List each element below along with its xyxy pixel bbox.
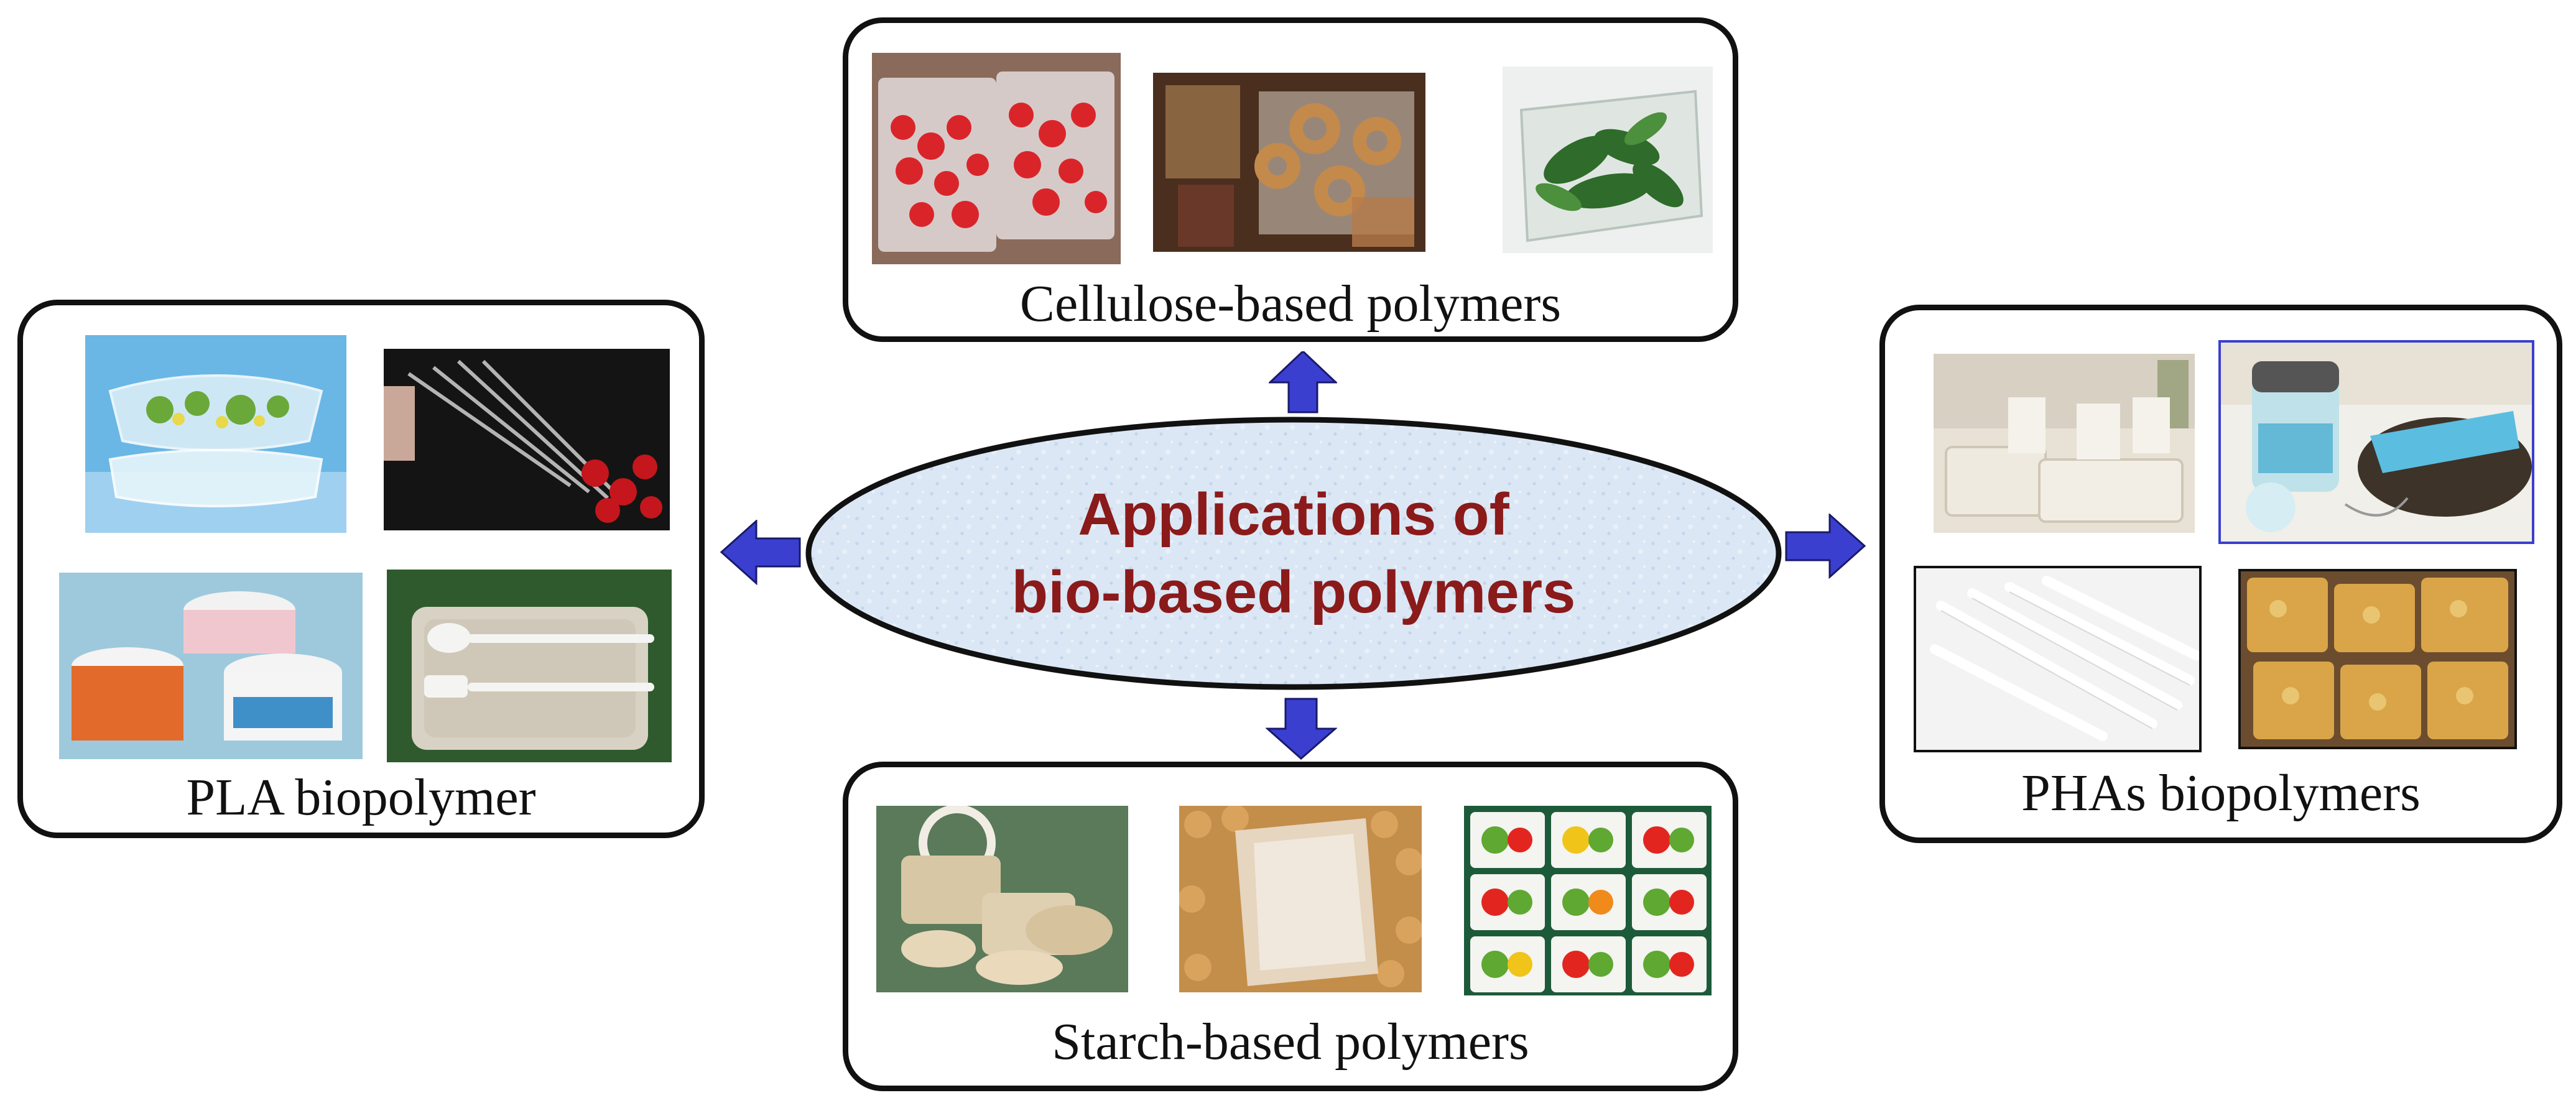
phas-panel: PHAs biopolymers bbox=[1879, 305, 2562, 843]
center-title-line-2: bio-based polymers bbox=[1011, 559, 1576, 625]
cling-film-strawberries-photo bbox=[384, 349, 670, 530]
pha-tableware-set-photo bbox=[1934, 354, 2195, 533]
starch-label: Starch-based polymers bbox=[1052, 1013, 1529, 1071]
arrow-up-icon bbox=[1269, 351, 1337, 413]
pha-blender-and-bowl-photo bbox=[2218, 340, 2534, 544]
pla-panel: PLA biopolymer bbox=[17, 300, 705, 838]
center-title-line-1: Applications of bbox=[1078, 481, 1509, 548]
starch-food-containers-photo bbox=[876, 806, 1128, 992]
starch-panel: Starch-based polymers bbox=[843, 762, 1738, 1091]
peppers-in-starch-trays-photo bbox=[1464, 806, 1712, 995]
starch-film-bags-on-pellets-photo bbox=[1179, 806, 1422, 992]
salad-in-clear-pla-container-photo bbox=[85, 335, 346, 533]
strawberries-in-cellulose-bags-photo bbox=[872, 53, 1121, 264]
bagels-in-cellulose-film-photo bbox=[1153, 73, 1425, 252]
center-ellipse: Applications of bio-based polymers bbox=[802, 413, 1785, 693]
ellipse-shape bbox=[805, 417, 1782, 690]
cellulose-label: Cellulose-based polymers bbox=[1019, 275, 1562, 333]
arrow-down-icon bbox=[1266, 698, 1337, 760]
cellulose-panel: Cellulose-based polymers bbox=[843, 17, 1738, 342]
pla-yogurt-cups-photo bbox=[59, 573, 363, 759]
arrow-right-icon bbox=[1785, 514, 1866, 579]
pla-cutlery-tray-photo bbox=[387, 570, 672, 762]
phas-label: PHAs biopolymers bbox=[2021, 764, 2421, 822]
pla-label: PLA biopolymer bbox=[186, 768, 536, 826]
pha-drinking-straws-photo bbox=[1914, 566, 2202, 752]
pasta-in-pha-bags-photo bbox=[2238, 569, 2517, 749]
arrow-left-icon bbox=[720, 520, 801, 585]
salad-greens-in-clear-container-photo bbox=[1503, 67, 1713, 253]
